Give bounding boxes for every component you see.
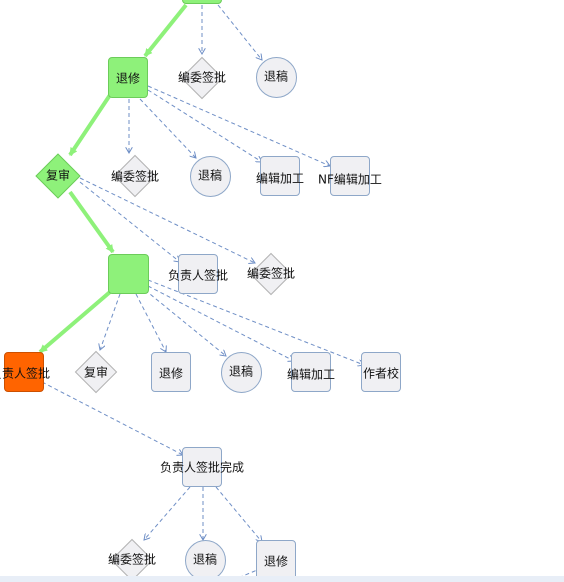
node-zzj[interactable] bbox=[361, 352, 401, 392]
edge-tuixiu1-to-nf bbox=[147, 85, 330, 166]
diamond-shape bbox=[249, 252, 293, 296]
edge-green2-to-current bbox=[38, 290, 112, 354]
edge-top-to-tuixiu1 bbox=[143, 3, 188, 58]
node-tuigao-4[interactable] bbox=[185, 540, 226, 581]
node-top[interactable] bbox=[182, 0, 222, 4]
diamond-shape bbox=[180, 56, 224, 100]
node-tuixiu-2[interactable] bbox=[151, 352, 191, 392]
node-fushen-1[interactable] bbox=[35, 153, 81, 199]
diamond-shape bbox=[110, 538, 154, 582]
node-bjjg-1[interactable] bbox=[260, 156, 300, 196]
node-nf-bjjg[interactable] bbox=[330, 156, 370, 196]
node-current-fzrqp[interactable] bbox=[4, 352, 44, 392]
node-bwqp-1[interactable] bbox=[180, 56, 224, 100]
edge-tuixiu1-to-tuigao2 bbox=[139, 98, 196, 158]
diamond-shape bbox=[35, 153, 81, 199]
edge-tuixiu1-to-bjjg1 bbox=[147, 89, 262, 162]
edge-tuixiu1-to-fushen1 bbox=[68, 93, 112, 157]
path-edges bbox=[38, 3, 188, 354]
edge-current-to-fzrqpwc bbox=[41, 381, 183, 455]
node-bwqp-3[interactable] bbox=[248, 251, 294, 297]
edge-fushen1-to-bwqp3 bbox=[79, 177, 255, 263]
edge-fushen1-to-green2 bbox=[68, 190, 115, 254]
edge-top-to-tuigao1 bbox=[217, 4, 262, 60]
edge-green2-to-tuixiu2 bbox=[135, 293, 166, 352]
edge-fushen1-to-fzrqp1 bbox=[79, 181, 180, 262]
node-tuixiu-3[interactable] bbox=[256, 540, 296, 580]
node-fzrqp-1[interactable] bbox=[178, 254, 218, 294]
node-fushen-2[interactable] bbox=[74, 350, 118, 394]
node-fzrqp-wc[interactable] bbox=[182, 447, 222, 487]
node-tuixiu-1[interactable] bbox=[108, 57, 148, 98]
edge-green2-to-fushen2 bbox=[100, 293, 121, 350]
diamond-shape bbox=[113, 154, 157, 198]
node-tuigao-3[interactable] bbox=[221, 352, 262, 393]
edge-fzrqpwc-to-tuixiu3 bbox=[215, 486, 262, 542]
node-bjjg-2[interactable] bbox=[291, 352, 331, 392]
node-bwqp-2[interactable] bbox=[113, 154, 157, 198]
edge-green2-to-zzj bbox=[147, 279, 364, 365]
edge-green2-to-bjjg2 bbox=[147, 285, 294, 361]
node-tuigao-2[interactable] bbox=[190, 156, 231, 197]
node-tuigao-1[interactable] bbox=[256, 57, 297, 98]
diamond-shape bbox=[74, 350, 118, 394]
scrollbar-track[interactable] bbox=[0, 576, 564, 582]
edge-green2-to-tuigao3 bbox=[144, 289, 226, 356]
edge-fzrqpwc-to-bwqp4 bbox=[144, 486, 191, 540]
node-green-2[interactable] bbox=[108, 254, 149, 294]
